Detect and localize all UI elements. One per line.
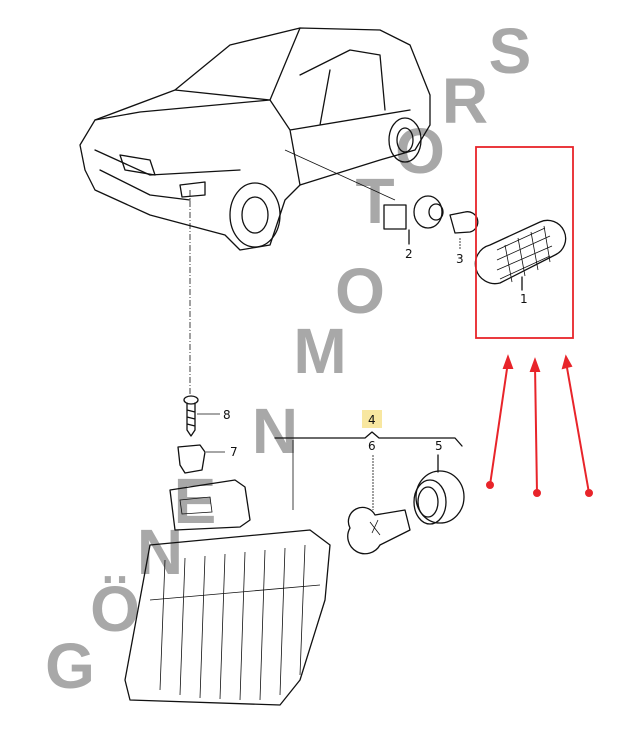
label-highlight bbox=[362, 410, 382, 428]
socket-part-5 bbox=[413, 454, 465, 525]
watermark-letter: Ö bbox=[90, 573, 140, 645]
label-8: 8 bbox=[223, 408, 231, 422]
label-3: 3 bbox=[456, 252, 464, 266]
red-arrows bbox=[486, 354, 593, 497]
label-1: 1 bbox=[520, 292, 528, 306]
bulb-holder-part-2 bbox=[383, 195, 444, 245]
watermark-letter: G bbox=[45, 630, 95, 702]
bulb-part-6 bbox=[347, 506, 411, 555]
watermark-letter: O bbox=[335, 255, 385, 327]
label-5: 5 bbox=[435, 439, 443, 453]
car-illustration bbox=[79, 27, 431, 251]
part-labels: 1 2 3 4 5 6 7 8 bbox=[223, 247, 528, 459]
screw-part-8 bbox=[183, 395, 220, 437]
highlight-box bbox=[475, 146, 574, 339]
label-7: 7 bbox=[230, 445, 238, 459]
turn-signal-lamp bbox=[124, 479, 331, 706]
side-marker-part-1 bbox=[474, 219, 567, 291]
bulb-part-3 bbox=[449, 211, 479, 250]
watermark-letter: M bbox=[293, 315, 346, 387]
clip-part-7 bbox=[177, 444, 225, 474]
watermark-letter: N bbox=[252, 395, 298, 467]
watermark-letter: T bbox=[355, 165, 394, 237]
label-2: 2 bbox=[405, 247, 413, 261]
watermark-letter: E bbox=[174, 465, 217, 537]
label-4: 4 bbox=[368, 413, 376, 427]
label-6: 6 bbox=[368, 439, 376, 453]
watermark-letter: R bbox=[442, 65, 488, 137]
watermark-letter: O bbox=[395, 115, 445, 187]
watermark-letter: S bbox=[489, 15, 532, 87]
group-bracket bbox=[274, 431, 463, 447]
